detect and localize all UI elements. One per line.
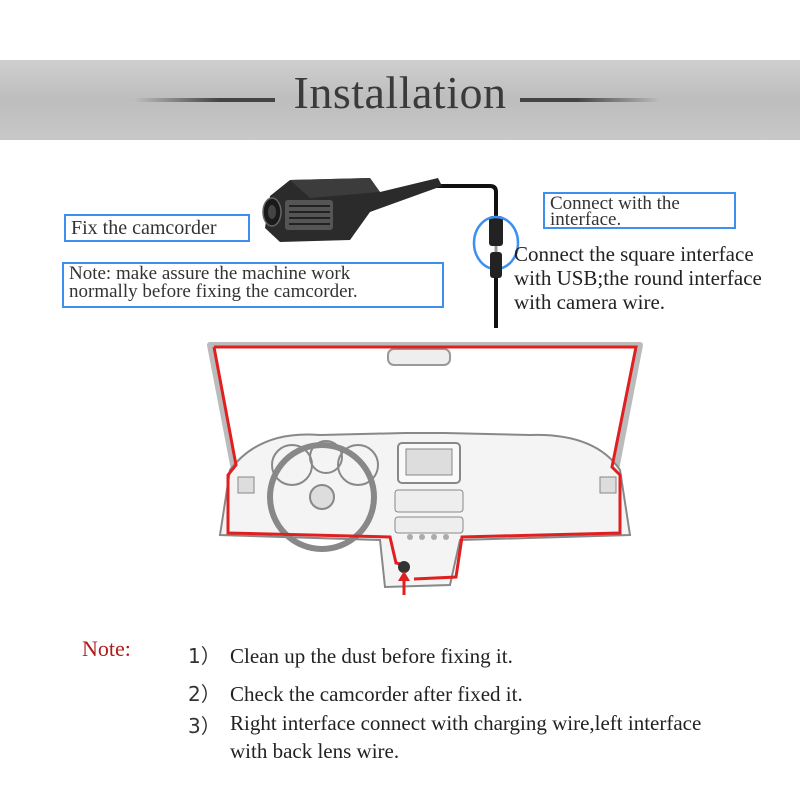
page-title: Installation: [293, 67, 507, 118]
note-item-3-line-2: with back lens wire.: [230, 739, 400, 763]
note-item-1: Clean up the dust before fixing it.: [230, 642, 513, 670]
note-item-2: Check the camcorder after fixed it.: [230, 680, 523, 708]
fix-camcorder-callout: Fix the camcorder: [64, 214, 250, 242]
machine-note-callout: Note: make assure the machine work norma…: [62, 262, 444, 308]
interface-instructions: Connect the square interface with USB;th…: [514, 242, 800, 314]
connect-line-2: interface.: [550, 209, 622, 230]
machine-note-line-2: normally before fixing the camcorder.: [69, 281, 358, 302]
connect-interface-callout: Connect with the interface.: [543, 192, 736, 229]
notes-label: Note:: [82, 636, 131, 661]
connect-line-1: Connect with the: [550, 193, 680, 214]
note-item-2-line-1: Check the camcorder after fixed it.: [230, 682, 523, 706]
note-item-3-line-1: Right interface connect with charging wi…: [230, 711, 702, 735]
note-number-3: 3）: [188, 714, 221, 738]
title-rule-right: [520, 98, 660, 102]
camcorder-image: [262, 178, 498, 242]
cable-connector-icon: [472, 200, 520, 328]
title-rule-left: [135, 98, 275, 102]
interface-line-1: Connect the square interface: [514, 242, 754, 266]
interface-line-3: with camera wire.: [514, 290, 666, 314]
note-item-3: Right interface connect with charging wi…: [230, 709, 701, 765]
fix-camcorder-text: Fix the camcorder: [71, 217, 217, 239]
note-item-1-line-1: Clean up the dust before fixing it.: [230, 644, 513, 668]
interface-line-2: with USB;the round interface: [514, 266, 762, 290]
machine-note-line-1: Note: make assure the machine work: [69, 263, 351, 284]
note-number-1: 1）: [188, 644, 221, 668]
note-number-2: 2）: [188, 682, 221, 706]
car-dashboard-illustration: [207, 342, 643, 595]
header-banner: Installation: [0, 60, 800, 140]
